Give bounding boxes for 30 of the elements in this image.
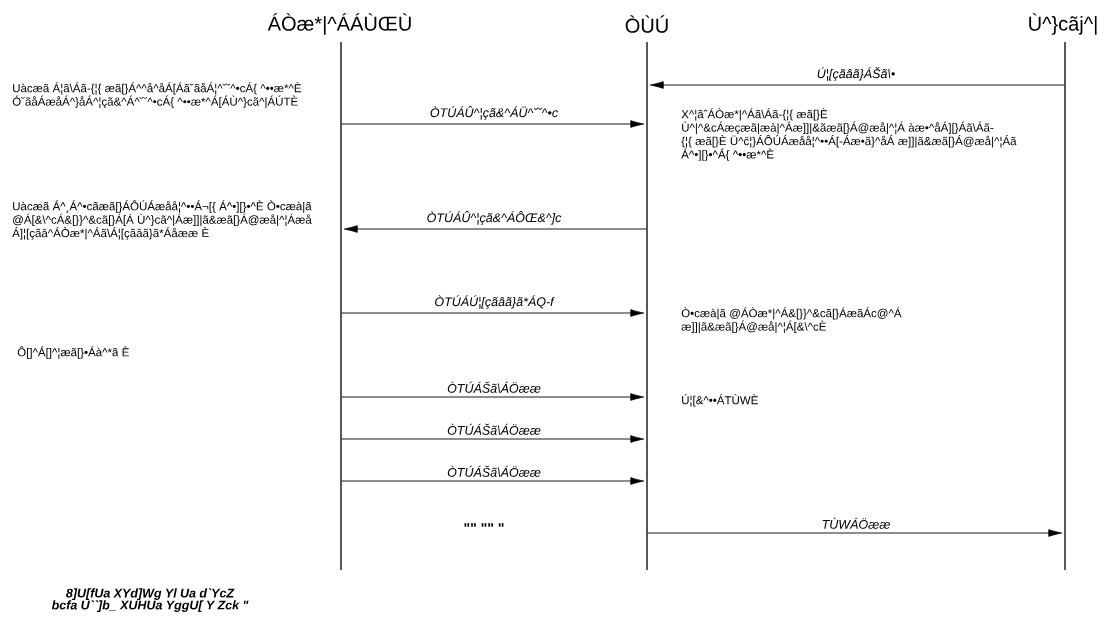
lifeline bbox=[340, 41, 342, 571]
edge-label: ÒTÚÁÚ¦[çãâã}ã*ÁQ-f bbox=[433, 294, 555, 310]
edge-label: ÒTÚÁÛ^¦çã&^ÁÜ^˘˘^•c bbox=[428, 105, 560, 121]
note-text: Uàcæã Á¦ã\Áã-{¦{ æã[}Á^^å^åÁ[Áã˘ãåÁ¦^˘˘^•cÁ{ ^••æ*^È Ó˘ãåÁæåÁ^}åÁ^¦çã&^Á^˘˘^•cÁ{ ^••æ*^Á[ÁÙ^}cã^|ÁÚTÈ bbox=[12, 82, 301, 108]
note-text: Ú¦[&^••ÁTÙWÈ bbox=[682, 394, 758, 407]
arrow bbox=[649, 81, 1065, 89]
lifeline-header: ÒÙÚ bbox=[625, 15, 668, 33]
note-text: Ò•cæà|ã @ÁÒæ*|^Á&[}}^&cã[}ÁæãÁc@^Á æ]]|ã&æã[}Á@æå|^¦Á[&\^cÈ bbox=[681, 307, 902, 333]
lifeline bbox=[646, 41, 648, 571]
arrow bbox=[343, 225, 647, 233]
lifeline-header: Ù^}cãj^| bbox=[1029, 13, 1097, 35]
edge-label: ÒTÚÁÛ^¦çã&^ÁÔŒ&^]c bbox=[425, 210, 563, 226]
note-text: X^¦ãˆÁÒæ*|^Áã\Áã-{¦{ æã[}È Ù^|^&cÁæçæã|æà|^Áæ]]|&ãæã[}Á@æå|^¦Á àæ•^åÁ][}Áã\Áã-{¦{ æã[}È Ü^č¦}ÁÔÚÁæåå¦^••Á[-Áæ•ã}^åÁ æ]]|ã&æã[}Á@æå|^¦Áã Á^•][}•^Á{ ^••æ*^È bbox=[681, 108, 1017, 161]
edge-label: ÒTÚÁŠã\ÁÖææ bbox=[446, 380, 542, 394]
edge-label: ÒTÚÁŠã\ÁÖææ bbox=[446, 422, 542, 436]
arrow bbox=[341, 435, 645, 443]
edge-label: Ú¦[çãâã}ÁŠã\• bbox=[815, 66, 897, 82]
arrow bbox=[341, 393, 645, 401]
arrow bbox=[647, 529, 1063, 537]
note-text: Ô[]^Á[]^¦æã[}•Áà^*ã È bbox=[17, 346, 129, 359]
ellipsis: "" "" " bbox=[464, 523, 504, 527]
arrow bbox=[341, 477, 645, 485]
lifeline bbox=[1064, 41, 1066, 571]
edge-label: TÙWÁÖææ bbox=[820, 516, 892, 530]
arrow bbox=[341, 120, 645, 128]
note-text: Uàcæã Á^¸Á^•cãæã[}ÁÔÚÁæåå¦^••Á¬[{ Á^•][}•^È Ò•cæà|ã @Á[&\^cÁ&[}}^&cã[}Á[Á Ù^}cã^|Áæ]]|ã&æã[}Á@æå|^¦Áæå Á]¦[çãâ^ÁÒæ*|^Áã\Á¦[çãâã}ã*Áåææ È bbox=[12, 200, 312, 240]
caption: 8]U[fUa XYd]Wg Yl Ua d`YcZ bcfa U``]b_ XUHUa YggU[ Y Zck " bbox=[51, 588, 249, 612]
edge-label: ÒTÚÁŠã\ÁÖææ bbox=[446, 464, 542, 478]
lifeline-header: ÁÒæ*|^ÁÁÙŒÙ bbox=[267, 13, 411, 35]
arrow bbox=[341, 309, 645, 317]
